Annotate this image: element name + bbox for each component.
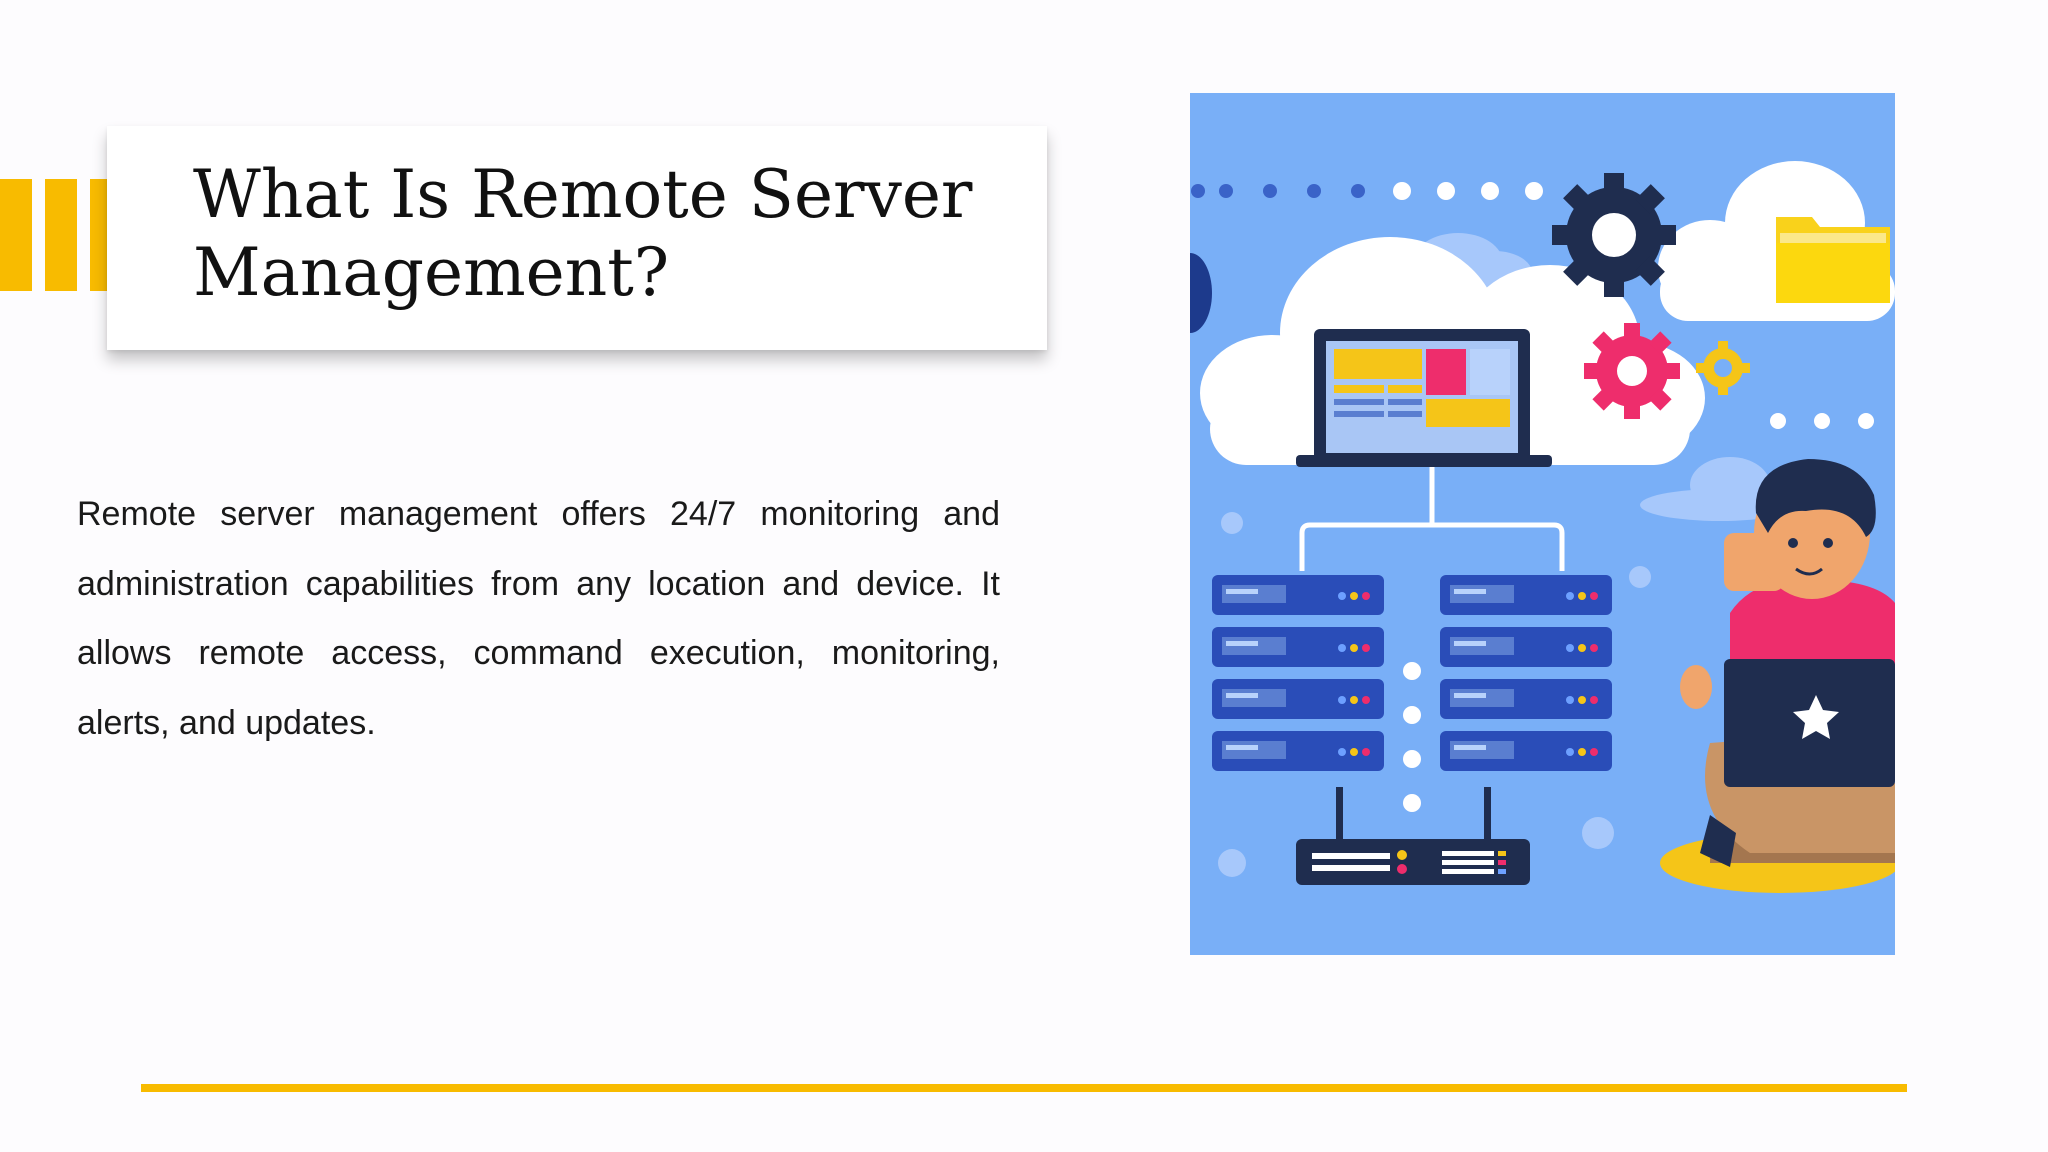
laptop-icon [1296,329,1552,467]
decor-circles-icon [1218,512,1651,877]
accent-bar [90,179,107,291]
folder-icon [1776,217,1890,303]
small-gear-icon [1696,341,1750,395]
server-rack-right-icon [1440,575,1612,771]
dot-row-icon [1191,182,1543,200]
dot-trio-icon [1770,413,1874,429]
pink-gear-icon [1584,323,1680,419]
remote-server-illustration [1190,93,1895,955]
connector-lines [1299,467,1565,571]
half-circle-icon [1190,253,1212,333]
title-card: What Is Remote Server Management? [107,126,1047,350]
gear-icon [1552,173,1676,297]
accent-bar [0,179,32,291]
title-accent-bars [0,179,107,291]
bottom-rule [141,1084,1907,1092]
person-icon [1660,459,1895,893]
accent-bar [45,179,77,291]
body-paragraph: Remote server management offers 24/7 mon… [77,495,1000,742]
slide-title: What Is Remote Server Management? [193,156,973,311]
router-icon [1296,787,1530,885]
data-dots-icon [1403,662,1421,812]
server-rack-left-icon [1212,575,1384,771]
